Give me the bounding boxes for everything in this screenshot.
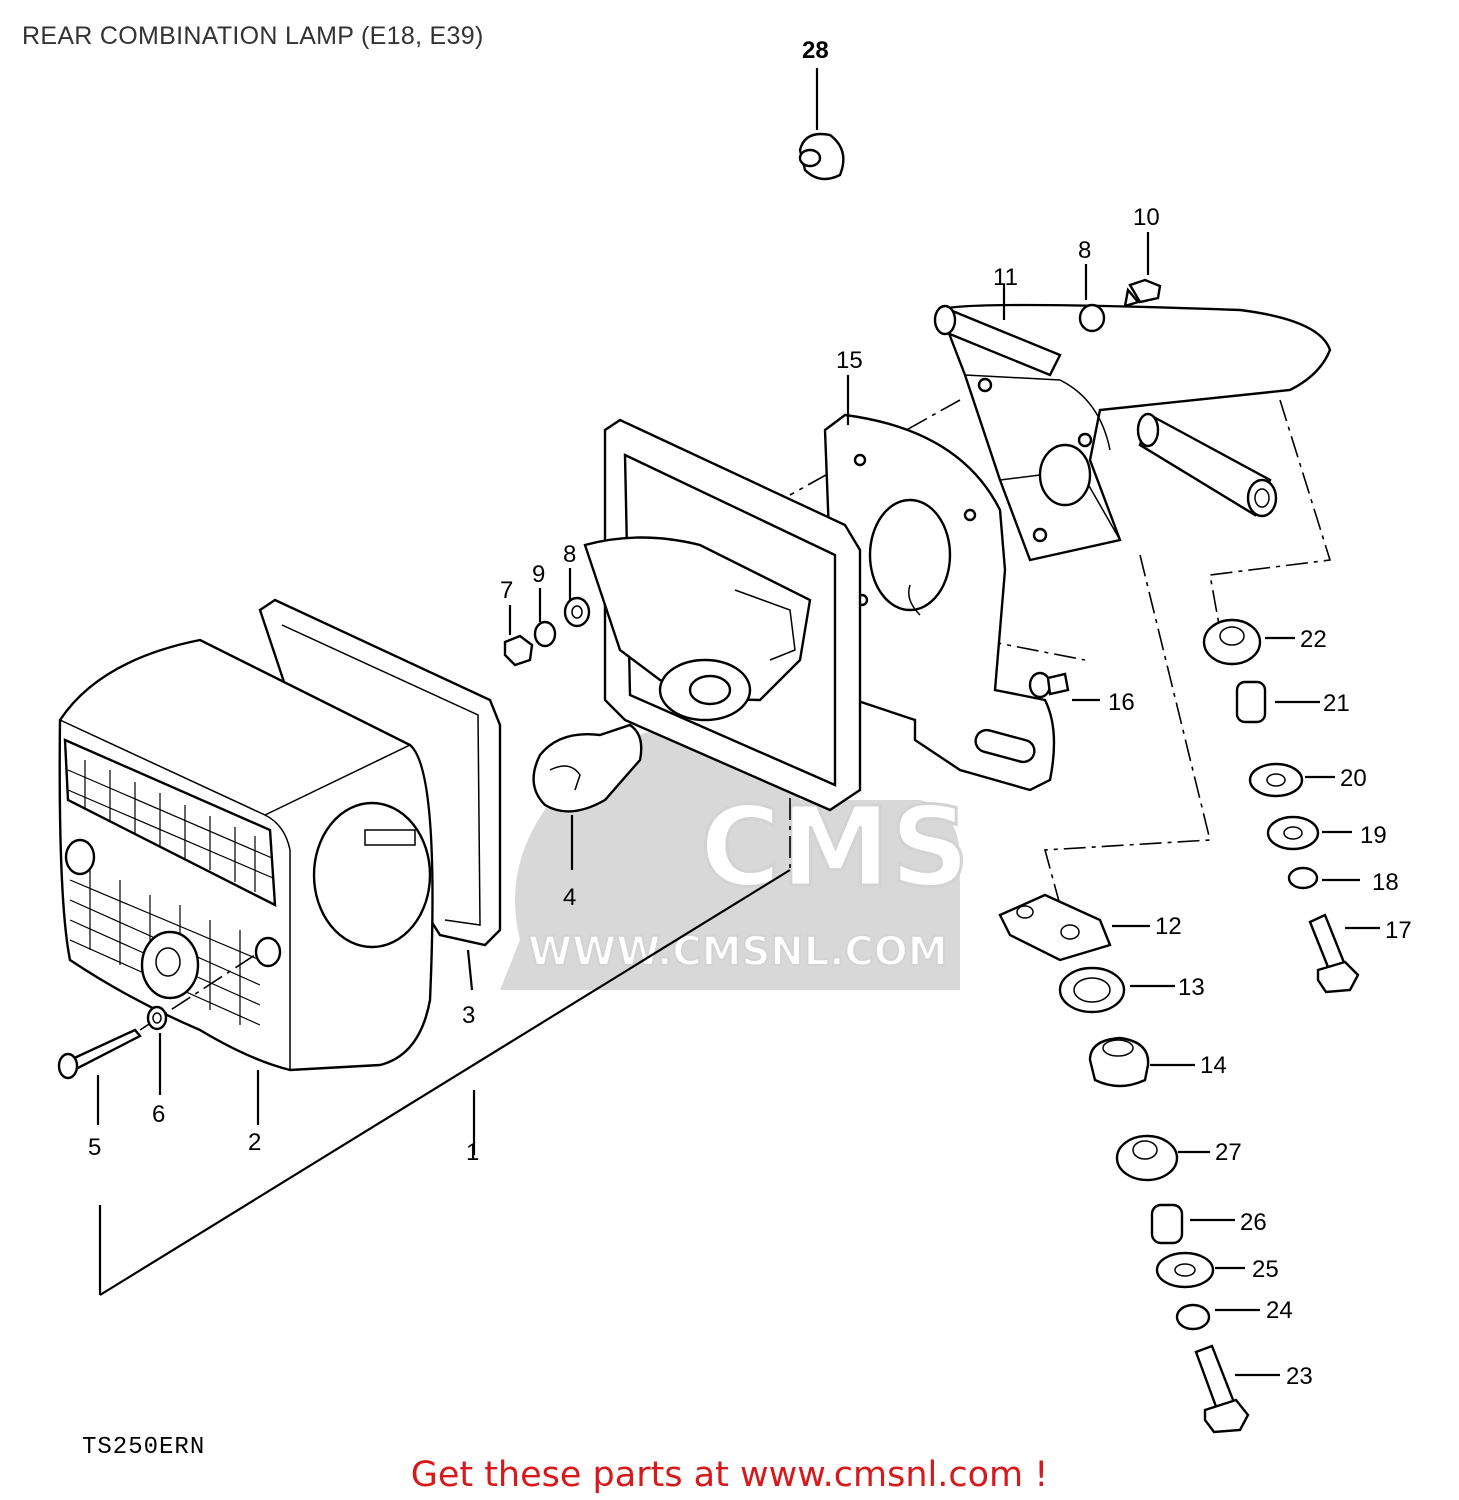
part-9-lockwasher	[533, 588, 557, 648]
callout-6: 6	[152, 1101, 165, 1128]
part-8-washer-top	[1078, 264, 1106, 333]
part-17-bolt	[1308, 913, 1380, 994]
part-10-screw	[1123, 232, 1162, 308]
part-12-bracket	[998, 893, 1150, 962]
part-7-nut	[503, 605, 534, 667]
part-1-assembly-leader	[98, 869, 791, 1296]
callout-8-left: 8	[563, 541, 576, 568]
callout-22: 22	[1300, 626, 1327, 653]
callout-28: 28	[802, 37, 829, 64]
callout-21: 21	[1323, 690, 1350, 717]
part-27-screw	[1115, 1134, 1210, 1182]
callout-14: 14	[1200, 1052, 1227, 1079]
callout-4: 4	[563, 884, 576, 911]
part-15-plate	[823, 413, 1056, 792]
callout-24: 24	[1266, 1297, 1293, 1324]
callout-3: 3	[462, 1002, 475, 1029]
callout-12: 12	[1155, 913, 1182, 940]
callout-13: 13	[1178, 974, 1205, 1001]
part-6-washer	[146, 1005, 168, 1095]
callout-15: 15	[836, 347, 863, 374]
part-16-screw	[1028, 671, 1100, 702]
callout-9: 9	[532, 561, 545, 588]
part-21-collar	[1235, 680, 1320, 724]
callout-26: 26	[1240, 1209, 1267, 1236]
part-22-screw	[1202, 618, 1295, 666]
part-26-collar	[1150, 1203, 1235, 1245]
callout-27: 27	[1215, 1139, 1242, 1166]
callout-11: 11	[993, 264, 1018, 291]
watermark-url: WWW.CMSNL.COM	[528, 929, 948, 975]
part-20-washer	[1248, 762, 1335, 798]
callout-25: 25	[1252, 1256, 1279, 1283]
part-13-grommet	[1058, 966, 1175, 1014]
model-code: TS250ERN	[82, 1434, 206, 1461]
cms-watermark: CMS WWW.CMSNL.COM	[500, 728, 971, 990]
callout-23: 23	[1286, 1363, 1313, 1390]
callout-2: 2	[248, 1129, 261, 1156]
part-25-washer	[1155, 1251, 1245, 1289]
callout-20: 20	[1340, 765, 1367, 792]
part-14-collar	[1088, 1036, 1195, 1088]
callout-5: 5	[88, 1134, 101, 1161]
callout-10: 10	[1133, 204, 1160, 231]
callout-labels: 1 2 3 4 5 6 7 8 8 9 10 11 12 13 14 15 16…	[88, 37, 1412, 1390]
footer-link-text[interactable]: Get these parts at www.cmsnl.com !	[410, 1455, 1049, 1495]
callout-7: 7	[500, 577, 513, 604]
callout-8-top: 8	[1078, 237, 1091, 264]
part-23-bolt	[1194, 1344, 1280, 1434]
part-8-washer-left	[563, 568, 591, 628]
part-11-bracket	[933, 303, 1332, 562]
diagram-title: REAR COMBINATION LAMP (E18, E39)	[22, 22, 484, 50]
part-28-grommet	[798, 68, 845, 181]
callout-16: 16	[1108, 689, 1135, 716]
part-24-lockwasher	[1175, 1303, 1260, 1331]
callout-17: 17	[1385, 917, 1412, 944]
callout-1: 1	[466, 1139, 479, 1166]
part-18-lockwasher	[1287, 866, 1360, 890]
callout-19: 19	[1360, 822, 1387, 849]
part-4-bulb	[532, 723, 643, 870]
lamp-base-frame	[583, 418, 862, 812]
callout-18: 18	[1372, 869, 1399, 896]
part-19-washer	[1266, 815, 1352, 851]
part-5-screw	[57, 954, 256, 1125]
part-2-lamp-lens	[58, 638, 434, 1125]
